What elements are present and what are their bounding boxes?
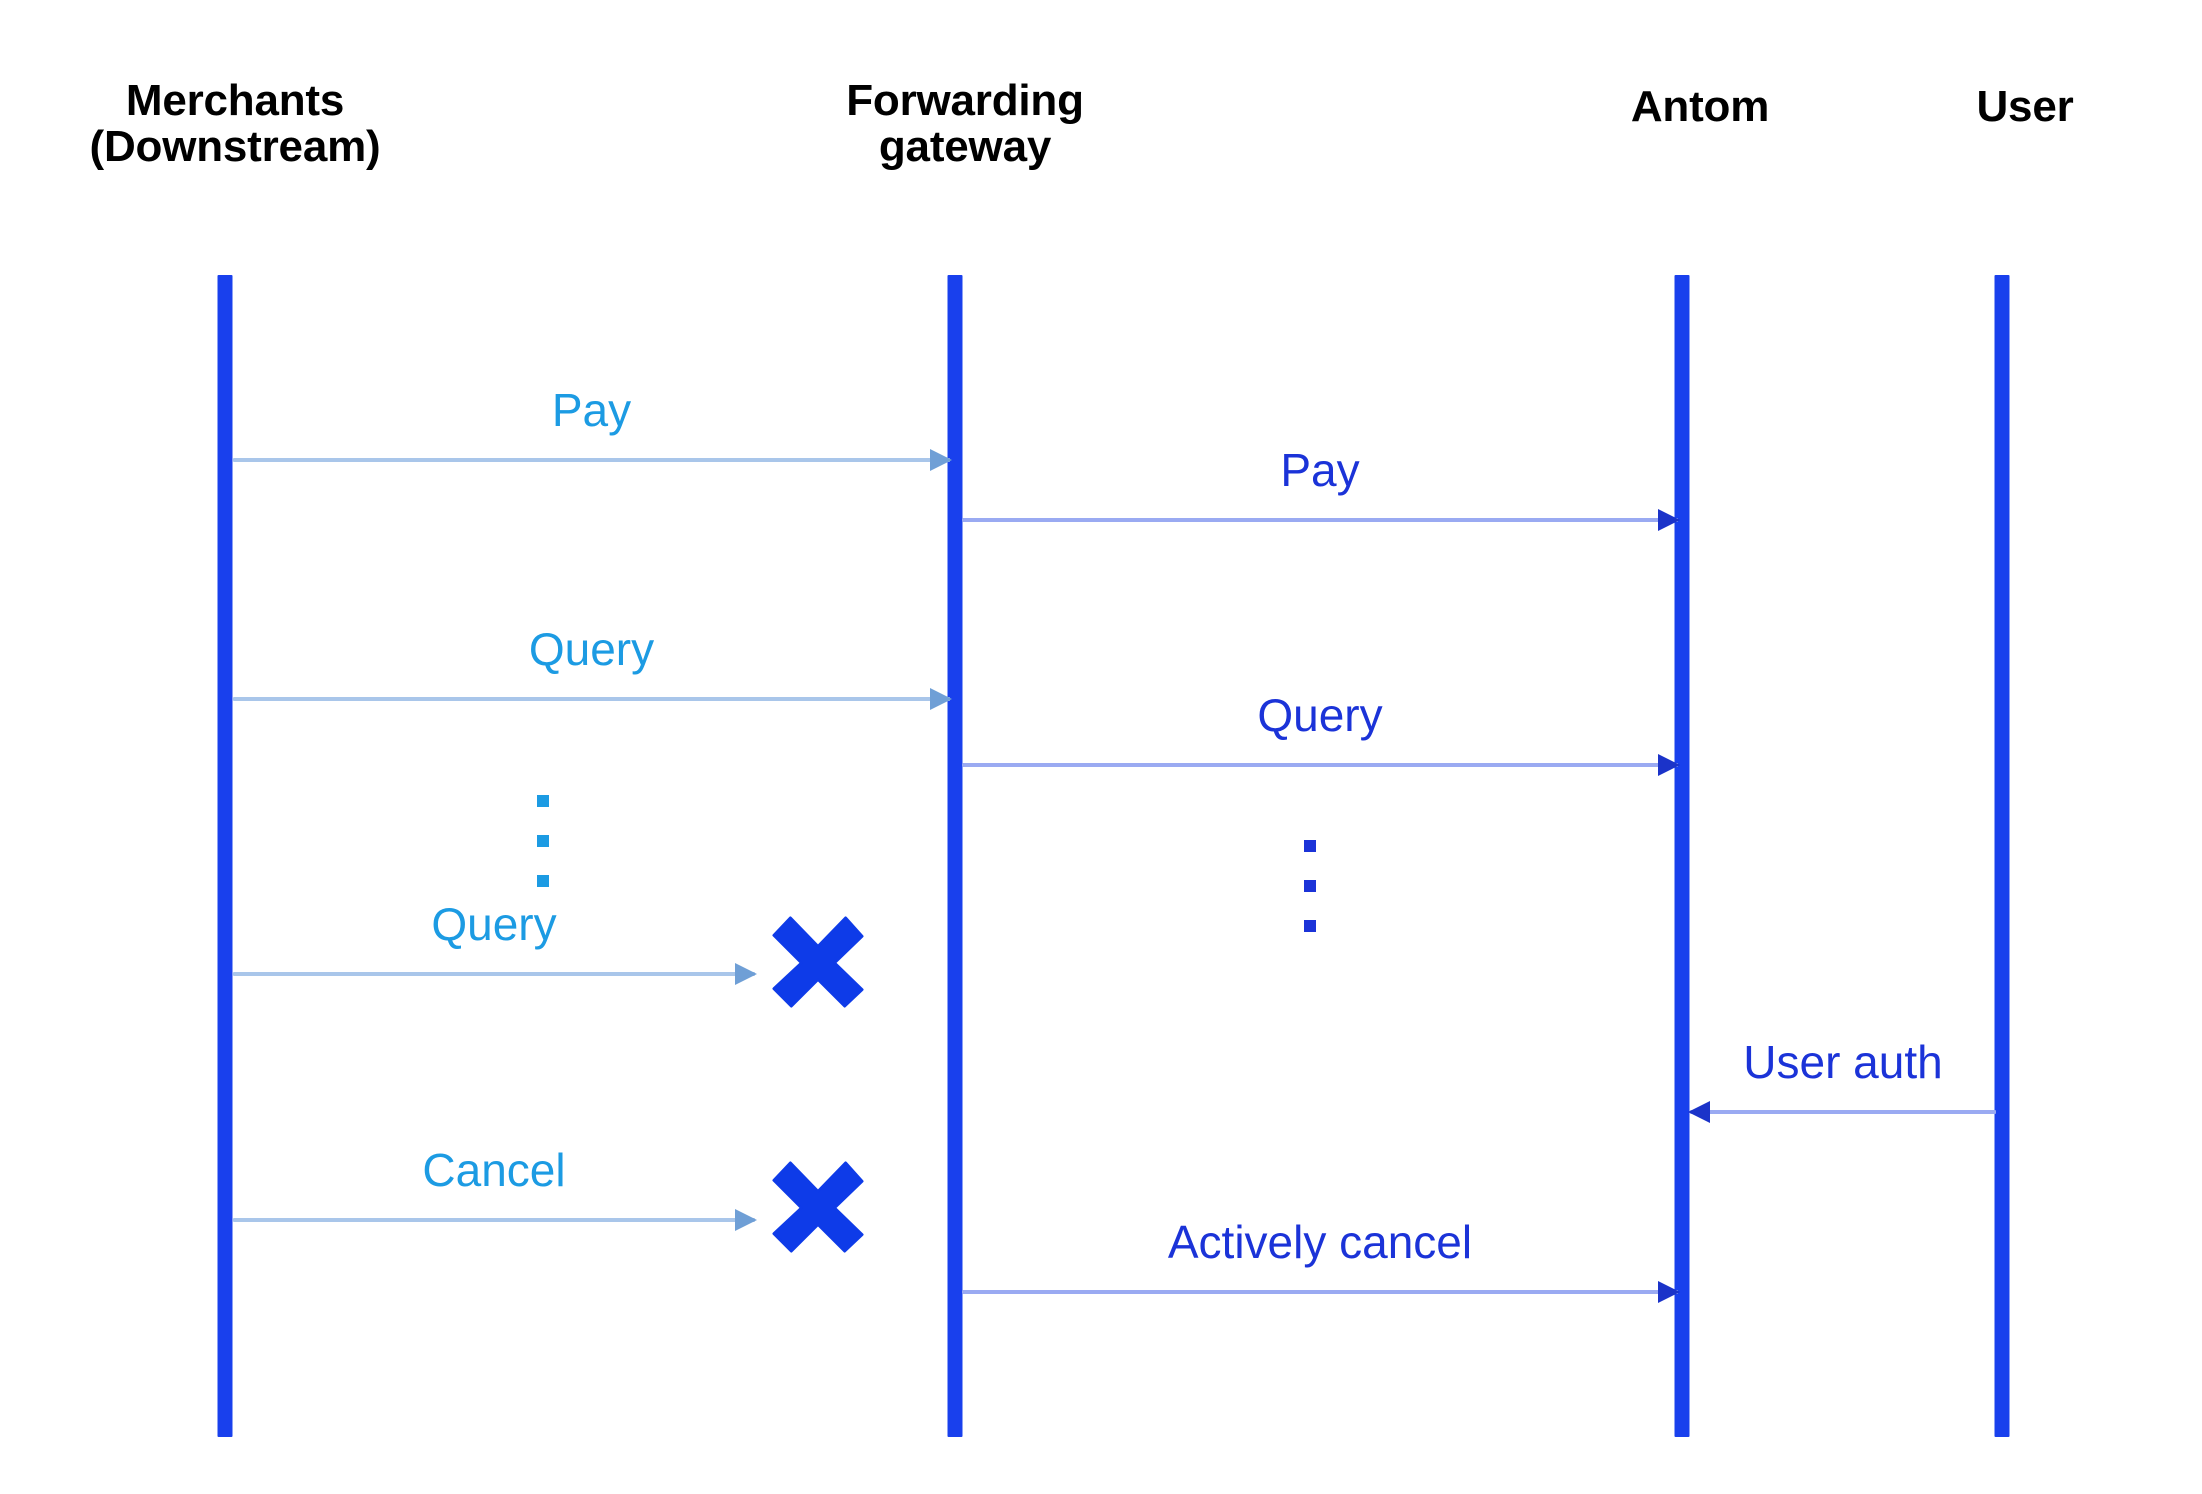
message-line (962, 1290, 1678, 1294)
message-label: Pay (551, 384, 632, 437)
message-line (233, 458, 950, 462)
message-label: Query (431, 898, 557, 951)
blocked-x-icon (772, 916, 864, 1008)
lifeline-antom (1674, 275, 1690, 1437)
message-line (233, 972, 755, 976)
ellipsis-dot (1304, 840, 1316, 852)
message-label: Query (528, 623, 655, 676)
arrow-head-icon (930, 449, 952, 471)
message-label: Query (1257, 689, 1383, 742)
message-line (962, 763, 1678, 767)
ellipsis-dot (537, 835, 549, 847)
arrow-head-icon (1658, 754, 1680, 776)
lifeline-forwarding-gateway (947, 275, 963, 1437)
message-line (233, 697, 950, 701)
ellipsis-dot (1304, 920, 1316, 932)
arrow-head-icon (1658, 509, 1680, 531)
ellipsis-dot (537, 875, 549, 887)
message-label: Actively cancel (1167, 1216, 1473, 1269)
message-label: User auth (1743, 1036, 1943, 1089)
lifeline-user (1994, 275, 2010, 1437)
blocked-x-icon (772, 1161, 864, 1253)
arrow-head-icon (1658, 1281, 1680, 1303)
message-line (1690, 1110, 1996, 1114)
participant-header-forwarding-gateway: Forwarding gateway (846, 76, 1084, 172)
arrow-head-icon (735, 1209, 757, 1231)
ellipsis-gateway-side (1304, 840, 1316, 932)
ellipsis-dot (537, 795, 549, 807)
lifeline-merchants (217, 275, 233, 1437)
arrow-head-icon (1688, 1101, 1710, 1123)
message-label: Pay (1280, 444, 1360, 497)
ellipsis-merchant-side (537, 795, 549, 887)
arrow-head-icon (735, 963, 757, 985)
arrow-head-icon (930, 688, 952, 710)
ellipsis-dot (1304, 880, 1316, 892)
participant-header-antom: Antom (1630, 82, 1770, 131)
participant-header-user: User (1976, 82, 2074, 131)
message-line (962, 518, 1678, 522)
message-label: Cancel (422, 1144, 566, 1197)
participant-header-merchants: Merchants (Downstream) (89, 76, 381, 172)
message-line (233, 1218, 755, 1222)
